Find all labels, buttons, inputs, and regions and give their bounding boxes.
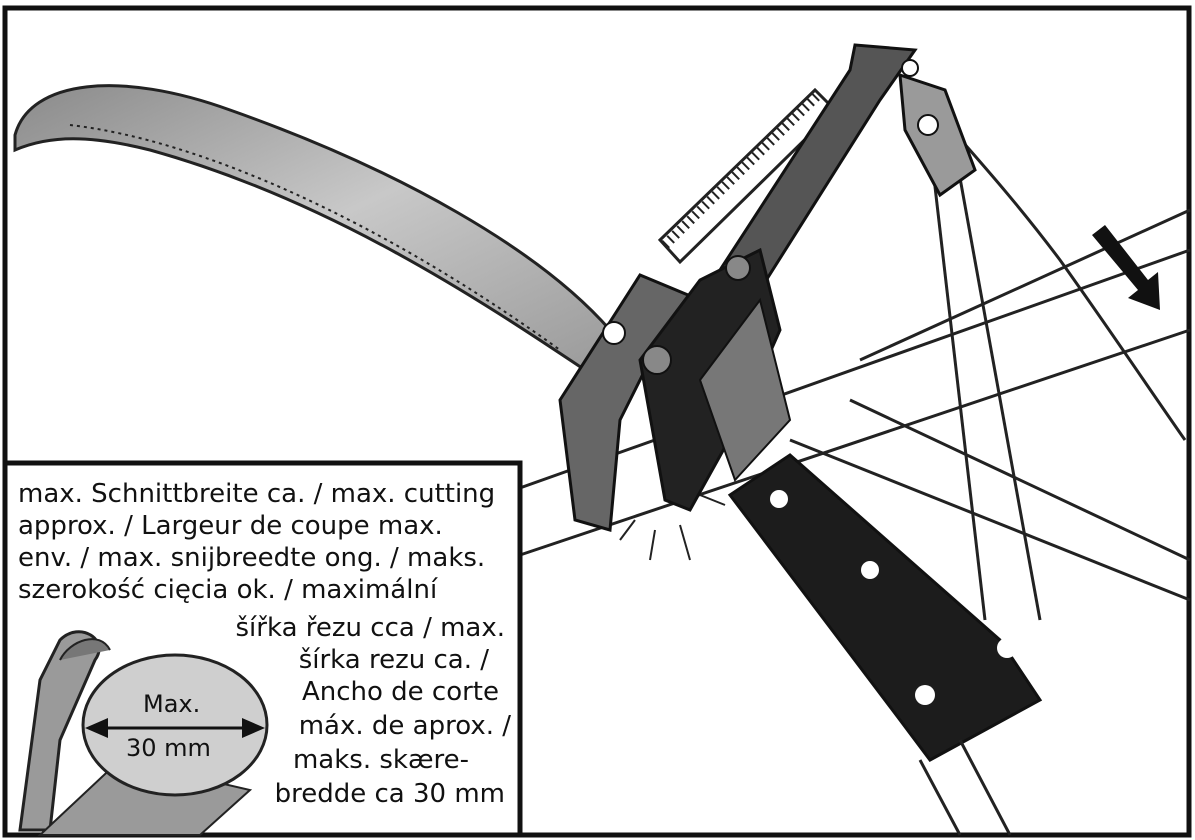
pole-handle (727, 453, 1043, 836)
diameter-label: Max. (143, 690, 201, 718)
callout-line-4: szerokość cięcia ok. / maximální (18, 575, 438, 605)
callout-line-1: max. Schnittbreite ca. / max. cutting (18, 479, 496, 509)
callout-line-6: šírka rezu ca. / (298, 645, 489, 675)
callout-line-7: Ancho de corte (301, 677, 499, 707)
cut-spark-marks (619, 494, 726, 561)
diameter-value: 30 mm (126, 734, 211, 762)
callout-line-8: máx. de aprox. / (298, 711, 511, 741)
callout-line-2: approx. / Largeur de coupe max. (18, 511, 443, 541)
callout-line-9: maks. skære- (292, 745, 469, 775)
callout-line-5: šířka řezu cca / max. (235, 613, 505, 643)
pull-direction-arrow-icon (1092, 225, 1160, 310)
cutting-head (558, 247, 792, 532)
callout-line-10: bredde ca 30 mm (274, 779, 505, 809)
branch-cross-section (18, 630, 269, 836)
callout-line-3: env. / max. snijbreedte ong. / maks. (18, 543, 486, 573)
lever-arm (717, 43, 977, 292)
dimension-arrow-icon (85, 718, 265, 738)
